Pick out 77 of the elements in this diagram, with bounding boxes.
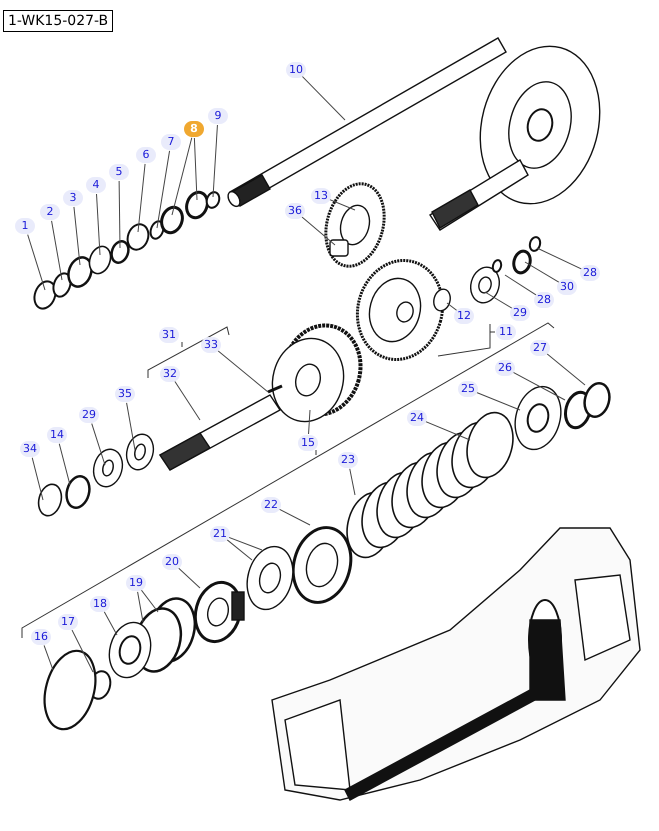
callout-number: 19 <box>126 575 146 591</box>
leader-line <box>228 536 262 550</box>
leader-line <box>91 423 106 466</box>
callout-number: 28 <box>580 265 600 281</box>
callout-number: 15 <box>298 435 318 451</box>
callout-number: 14 <box>47 427 67 443</box>
leader-line <box>308 410 310 435</box>
callout-number: 24 <box>407 410 427 426</box>
leader-line <box>118 180 120 248</box>
callout-number: 18 <box>90 596 110 612</box>
callout-number: 10 <box>286 62 306 78</box>
leader-line <box>446 302 458 312</box>
leader-line <box>546 353 586 386</box>
leader-line <box>504 274 537 296</box>
callout-number: 23 <box>338 452 358 468</box>
callout-number: 1 <box>15 218 35 234</box>
leader-line <box>156 150 170 228</box>
callout-number: 8 <box>184 121 204 137</box>
leader-line <box>72 630 94 672</box>
leader-line <box>58 443 70 486</box>
leader-line <box>51 220 62 280</box>
callout-number: 20 <box>162 554 182 570</box>
callout-number: 6 <box>136 147 156 163</box>
callout-number: 35 <box>115 386 135 402</box>
callout-number: 34 <box>20 441 40 457</box>
callout-number: 26 <box>495 360 515 376</box>
leader-line <box>138 163 146 232</box>
callout-number: 28 <box>534 292 554 308</box>
leader-line <box>178 568 200 588</box>
callout-number: 5 <box>109 164 129 180</box>
callout-number: 7 <box>161 134 181 150</box>
callout-number: 29 <box>510 305 530 321</box>
leader-line <box>32 457 44 500</box>
callout-number: 13 <box>311 188 331 204</box>
leader-line <box>484 292 513 309</box>
callout-number: 17 <box>58 614 78 630</box>
leader-line <box>212 124 218 198</box>
leader-line <box>104 611 118 636</box>
leader-line <box>476 392 520 410</box>
callout-number: 9 <box>208 108 228 124</box>
leader-line <box>73 206 80 266</box>
callout-number: 32 <box>160 366 180 382</box>
leader-line <box>349 468 356 496</box>
callout-number: 27 <box>530 340 550 356</box>
leader-line <box>424 420 470 440</box>
leader-line <box>524 262 560 283</box>
callout-number: 33 <box>201 337 221 353</box>
leader-line <box>172 137 192 216</box>
callout-number: 36 <box>285 203 305 219</box>
leader-line <box>194 138 198 200</box>
leader-line <box>512 372 566 400</box>
leader-line <box>278 508 310 526</box>
callout-number: 11 <box>496 324 516 340</box>
leader-line <box>96 193 100 256</box>
leader-line <box>226 539 252 560</box>
leader-line <box>140 590 158 612</box>
callout-number: 3 <box>63 190 83 206</box>
leader-line <box>137 591 144 622</box>
callout-number: 30 <box>557 279 577 295</box>
callout-number: 25 <box>458 381 478 397</box>
leader-line <box>217 350 268 392</box>
callout-number: 16 <box>31 629 51 645</box>
callout-number: 22 <box>261 497 281 513</box>
callout-number: 12 <box>454 308 474 324</box>
callout-number: 31 <box>159 327 179 343</box>
callout-number: 4 <box>86 177 106 193</box>
leader-line <box>301 216 336 246</box>
callout-number: 21 <box>210 526 230 542</box>
leader-line <box>126 402 136 450</box>
leader-line <box>44 644 54 670</box>
leader-line <box>174 381 200 420</box>
drawing-number: 1-WK15-027-B <box>3 10 114 32</box>
callout-number: 29 <box>79 407 99 423</box>
leader-line <box>302 76 346 120</box>
callout-number: 2 <box>40 204 60 220</box>
leader-line <box>536 248 582 270</box>
leader-line <box>27 234 46 290</box>
